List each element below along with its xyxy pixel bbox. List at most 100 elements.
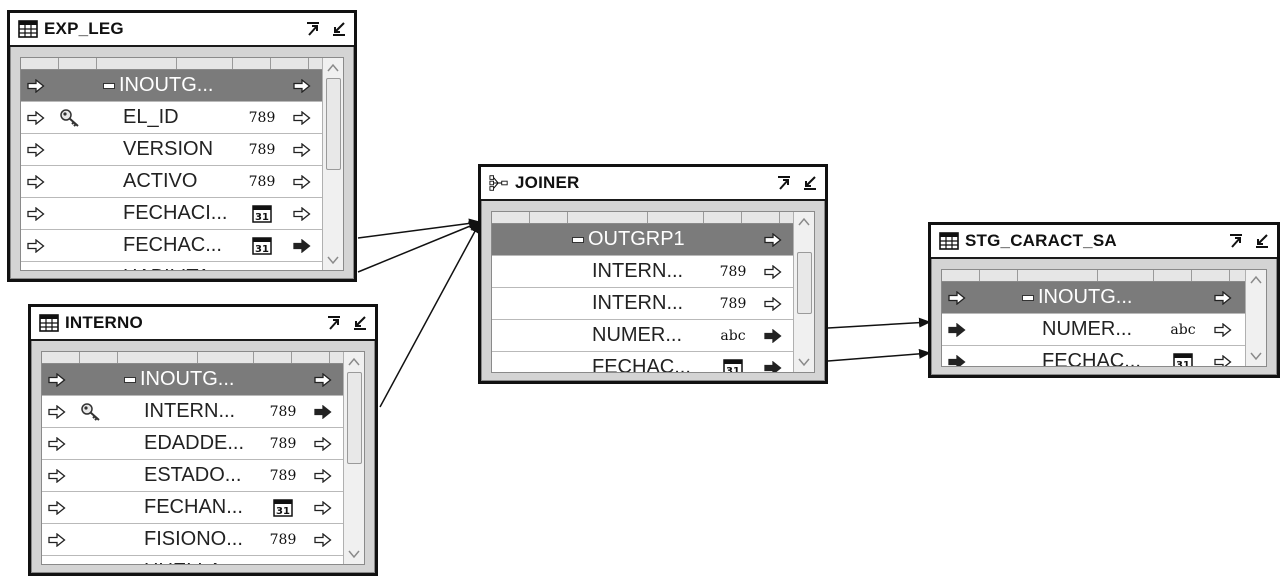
attribute-row[interactable]: FISIONO...789 <box>42 524 344 556</box>
output-port-icon[interactable] <box>291 198 313 229</box>
input-port-icon[interactable] <box>27 166 49 197</box>
attribute-row[interactable]: FECHAC...31 <box>492 352 794 372</box>
collapse-icon[interactable] <box>351 314 369 332</box>
output-port-icon[interactable] <box>762 256 784 287</box>
attribute-row[interactable]: HUELLA...789 <box>42 556 344 564</box>
expand-icon[interactable] <box>304 20 322 38</box>
output-port-icon[interactable] <box>291 166 313 197</box>
scroll-down-icon[interactable] <box>796 354 812 370</box>
scroll-up-icon[interactable] <box>325 60 341 76</box>
scroll-down-icon[interactable] <box>325 252 341 268</box>
column-divider[interactable] <box>21 58 59 69</box>
output-port-icon[interactable] <box>291 134 313 165</box>
group-row[interactable]: INOUTG... <box>942 282 1246 314</box>
scroll-thumb[interactable] <box>797 252 812 314</box>
collapse-group-icon[interactable] <box>103 82 115 89</box>
vertical-scrollbar[interactable] <box>322 58 343 270</box>
column-divider[interactable] <box>1154 270 1192 281</box>
column-divider[interactable] <box>530 212 568 223</box>
expand-icon[interactable] <box>775 174 793 192</box>
column-divider[interactable] <box>292 352 330 363</box>
column-divider[interactable] <box>177 58 233 69</box>
collapse-icon[interactable] <box>801 174 819 192</box>
column-divider[interactable] <box>80 352 118 363</box>
input-port-icon[interactable] <box>27 198 49 229</box>
scroll-down-icon[interactable] <box>1248 348 1264 364</box>
scroll-up-icon[interactable] <box>796 214 812 230</box>
input-port-icon[interactable] <box>27 70 49 101</box>
input-port-icon[interactable] <box>948 282 970 313</box>
output-port-icon[interactable] <box>312 492 334 523</box>
column-divider[interactable] <box>1018 270 1098 281</box>
column-divider[interactable] <box>254 352 292 363</box>
input-port-icon[interactable] <box>48 396 70 427</box>
collapse-group-icon[interactable] <box>572 236 584 243</box>
input-port-icon[interactable] <box>48 460 70 491</box>
attribute-row[interactable]: INTERN...789 <box>492 256 794 288</box>
operator-titlebar[interactable]: JOINER <box>481 167 825 201</box>
output-port-icon[interactable] <box>312 428 334 459</box>
attribute-row[interactable]: INTERN...789 <box>42 396 344 428</box>
output-port-icon[interactable] <box>762 352 784 372</box>
output-port-icon[interactable] <box>291 262 313 270</box>
input-port-icon[interactable] <box>27 262 49 270</box>
input-port-icon[interactable] <box>48 556 70 564</box>
group-row[interactable]: INOUTG... <box>21 70 323 102</box>
output-port-icon[interactable] <box>1212 282 1234 313</box>
input-port-icon[interactable] <box>48 428 70 459</box>
group-row[interactable]: OUTGRP1 <box>492 224 794 256</box>
output-port-icon[interactable] <box>312 364 334 395</box>
output-port-icon[interactable] <box>291 102 313 133</box>
attribute-row[interactable]: FECHAC...31 <box>21 230 323 262</box>
output-port-icon[interactable] <box>312 556 334 564</box>
output-port-icon[interactable] <box>762 288 784 319</box>
connector-exp-fechac-to-joiner[interactable] <box>357 218 481 239</box>
input-port-icon[interactable] <box>27 134 49 165</box>
operator-titlebar[interactable]: STG_CARACT_SA <box>931 225 1277 259</box>
connector-interno-to-joiner[interactable] <box>379 221 481 408</box>
input-port-icon[interactable] <box>948 314 970 345</box>
input-port-icon[interactable] <box>48 364 70 395</box>
column-divider[interactable] <box>1192 270 1230 281</box>
column-divider[interactable] <box>492 212 530 223</box>
operator-titlebar[interactable]: EXP_LEG <box>10 13 354 47</box>
input-port-icon[interactable] <box>948 346 970 366</box>
collapse-group-icon[interactable] <box>1022 294 1034 301</box>
vertical-scrollbar[interactable] <box>793 212 814 372</box>
column-divider[interactable] <box>704 212 742 223</box>
column-divider[interactable] <box>118 352 198 363</box>
attribute-row[interactable]: NUMER...abc <box>492 320 794 352</box>
input-port-icon[interactable] <box>27 230 49 261</box>
column-divider[interactable] <box>742 212 780 223</box>
input-port-icon[interactable] <box>48 492 70 523</box>
group-row[interactable]: INOUTG... <box>42 364 344 396</box>
column-divider[interactable] <box>97 58 177 69</box>
scroll-thumb[interactable] <box>326 78 341 170</box>
attribute-row[interactable]: ESTADO...789 <box>42 460 344 492</box>
output-port-icon[interactable] <box>762 224 784 255</box>
column-divider[interactable] <box>648 212 704 223</box>
column-divider[interactable] <box>568 212 648 223</box>
output-port-icon[interactable] <box>1212 314 1234 345</box>
scroll-down-icon[interactable] <box>346 546 362 562</box>
expand-icon[interactable] <box>1227 232 1245 250</box>
attribute-row[interactable]: NUMER...abc <box>942 314 1246 346</box>
collapse-group-icon[interactable] <box>124 376 136 383</box>
output-port-icon[interactable] <box>312 396 334 427</box>
column-divider[interactable] <box>198 352 254 363</box>
output-port-icon[interactable] <box>762 320 784 351</box>
attribute-row[interactable]: INTERN...789 <box>492 288 794 320</box>
connector-exp-habilita-to-joiner[interactable] <box>357 221 481 273</box>
connector-joiner-numer-to-stg[interactable] <box>827 317 931 329</box>
input-port-icon[interactable] <box>48 524 70 555</box>
vertical-scrollbar[interactable] <box>1245 270 1266 366</box>
scroll-up-icon[interactable] <box>1248 272 1264 288</box>
scroll-thumb[interactable] <box>347 372 362 464</box>
attribute-row[interactable]: EDADDE...789 <box>42 428 344 460</box>
